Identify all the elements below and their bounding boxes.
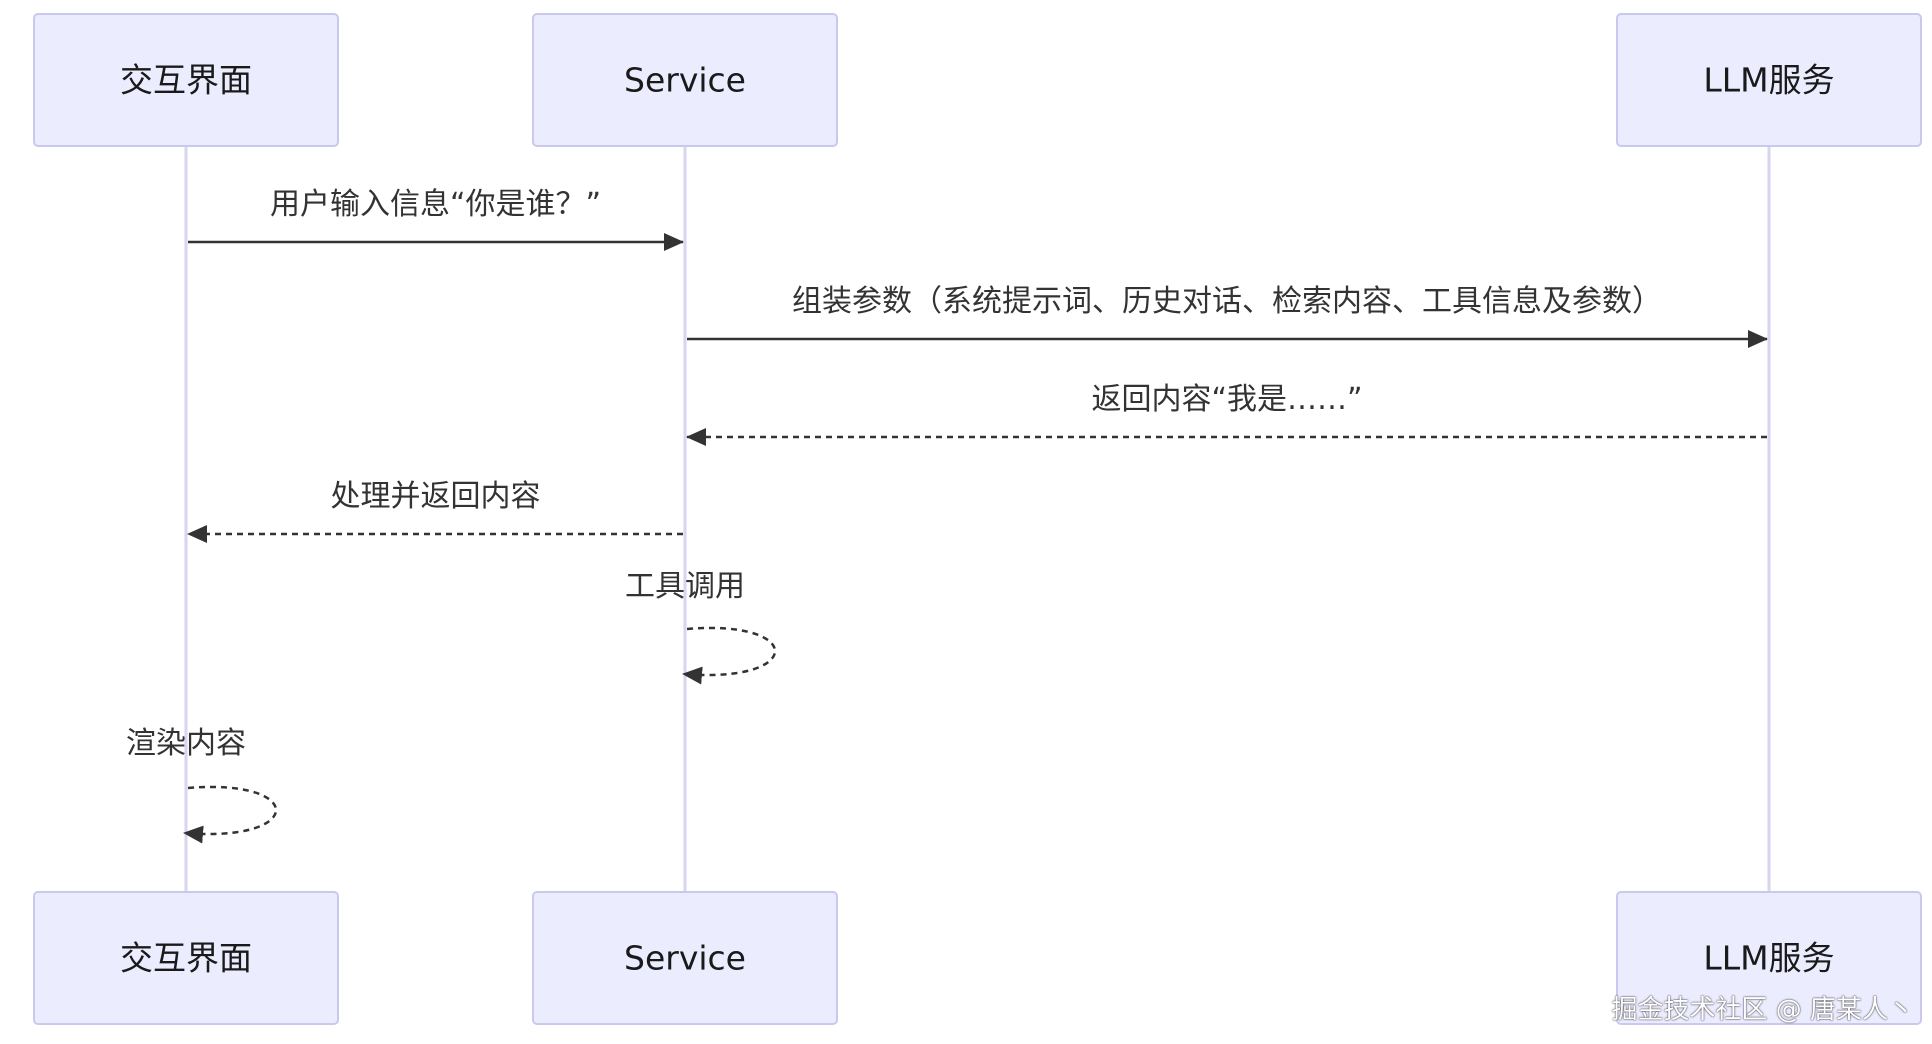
watermark-text: 掘金技术社区 @ 唐某人丶	[1611, 995, 1914, 1025]
message-label: 用户输入信息“你是谁？”	[270, 187, 601, 222]
participant-box	[532, 891, 838, 1025]
participant-ui-bottom: 交互界面	[33, 891, 339, 1025]
message-label: 工具调用	[625, 569, 745, 604]
message-label: 处理并返回内容	[331, 479, 541, 514]
participant-label: 交互界面	[120, 61, 252, 100]
messages: 用户输入信息“你是谁？” 组装参数（系统提示词、历史对话、检索内容、工具信息及参数…	[126, 187, 1768, 844]
message-label: 渲染内容	[126, 726, 246, 761]
participant-service-bottom: Service	[532, 891, 838, 1025]
participant-label: 交互界面	[120, 939, 252, 978]
participant-llm-top: LLM服务	[1616, 13, 1922, 147]
participant-label: LLM服务	[1703, 61, 1834, 100]
participant-box	[1616, 13, 1922, 147]
lifelines	[184, 146, 1771, 892]
participant-label: LLM服务	[1703, 939, 1834, 978]
message-label: 返回内容“我是……”	[1091, 382, 1362, 417]
participant-box	[33, 13, 339, 147]
message-2: 组装参数（系统提示词、历史对话、检索内容、工具信息及参数）	[687, 284, 1768, 348]
participant-ui-top: 交互界面	[33, 13, 339, 147]
participant-box	[1616, 891, 1922, 1025]
message-4: 处理并返回内容	[187, 479, 683, 543]
message-3: 返回内容“我是……”	[686, 382, 1767, 446]
self-message-loop	[183, 785, 278, 844]
participant-llm-bottom: LLM服务	[1616, 891, 1922, 1025]
participant-box	[532, 13, 838, 147]
participant-box	[33, 891, 339, 1025]
participant-label: Service	[624, 61, 746, 100]
participant-service-top: Service	[532, 13, 838, 147]
message-label: 组装参数（系统提示词、历史对话、检索内容、工具信息及参数）	[792, 284, 1662, 319]
participant-label: Service	[624, 939, 746, 978]
message-1: 用户输入信息“你是谁？”	[188, 187, 684, 251]
message-5: 工具调用	[625, 569, 777, 685]
message-6: 渲染内容	[126, 726, 278, 844]
self-message-loop	[682, 626, 777, 685]
